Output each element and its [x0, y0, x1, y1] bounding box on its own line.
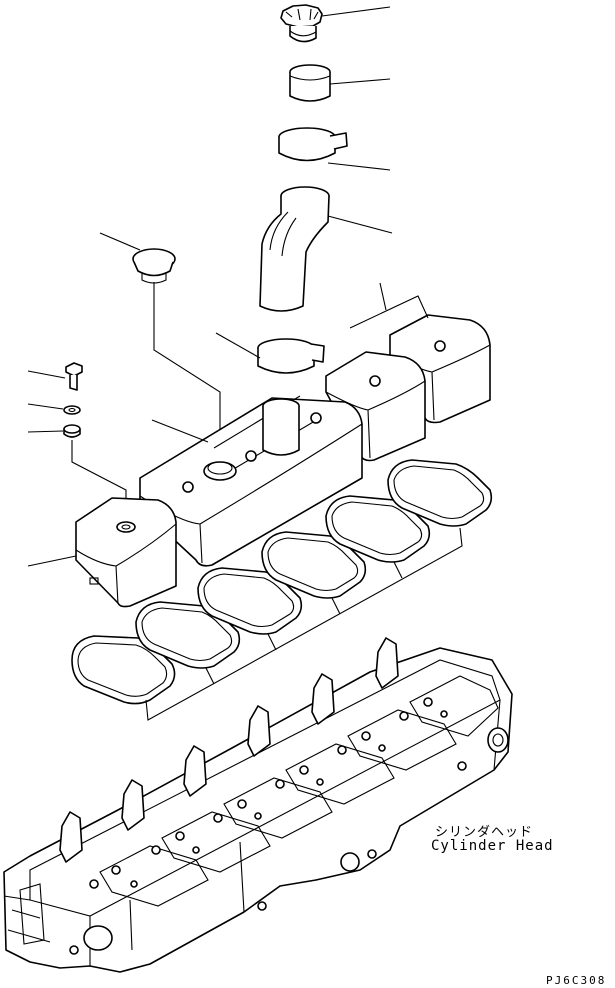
hose-clamp-upper	[278, 127, 391, 171]
part-name-japanese: シリンダヘッド	[435, 825, 534, 840]
breather-hose	[259, 186, 393, 312]
leader-adapter	[329, 78, 391, 85]
leader-plug	[99, 232, 141, 251]
cylinder-head	[3, 637, 513, 973]
hose-clamp-lower	[215, 332, 325, 374]
leader-hose	[327, 215, 393, 234]
fastener-set	[27, 362, 127, 520]
drawing-code: PJ6C308	[546, 974, 607, 987]
filler-adapter	[289, 64, 391, 102]
leader-clamp-lower	[215, 332, 261, 359]
leader-clamp-upper	[327, 162, 391, 171]
leader-cap	[321, 6, 391, 17]
part-name-english: Cylinder Head	[431, 838, 554, 854]
valve-covers	[27, 282, 491, 608]
oil-filler-cap	[280, 4, 391, 43]
gaskets	[71, 459, 493, 721]
breather-plug	[99, 232, 221, 455]
